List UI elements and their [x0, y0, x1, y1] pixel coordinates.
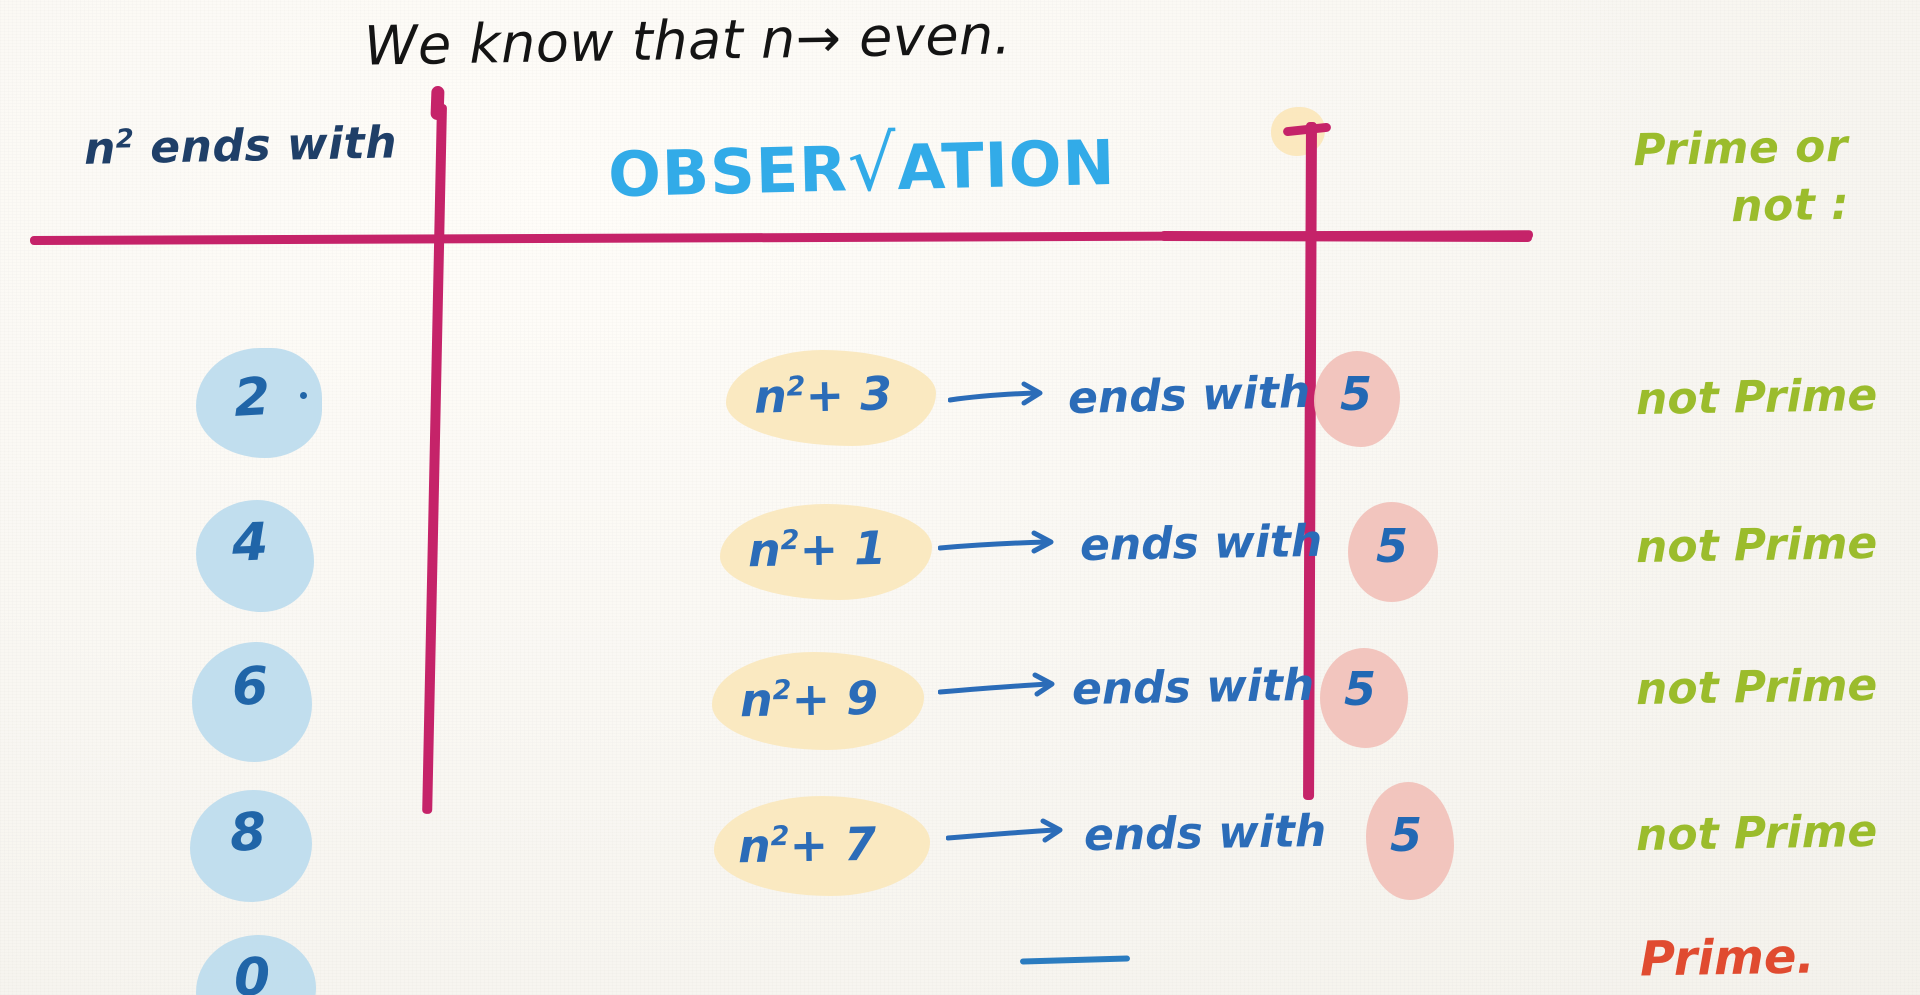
arrow-icon-row-2	[938, 530, 1054, 554]
column-header-observation: OBSER√ATION	[607, 118, 1117, 212]
expression-addend-row-4: + 7	[789, 816, 877, 873]
column-header-prime-or-not: Prime or not :	[1632, 120, 1850, 233]
cell-verdict-row-5: Prime.	[1639, 928, 1816, 988]
cell-expression-row-2: n2+ 1	[748, 521, 887, 577]
cell-expression-row-4: n2+ 7	[738, 817, 877, 873]
vertical-divider-line-left	[422, 103, 447, 814]
column-header-n-squared-ends-with: n2 ends with	[83, 117, 397, 175]
arrow-icon-row-3	[938, 672, 1055, 697]
highlight-blob-digit-row-1	[196, 348, 322, 458]
cell-result-digit-row-2: 5	[1376, 519, 1409, 573]
column-header-observation-part-a: OBSER	[607, 132, 849, 212]
expression-exponent-row-1: 2	[786, 371, 806, 403]
highlight-blob-digit-row-3	[192, 642, 312, 762]
arrow-icon-row-1	[948, 381, 1043, 406]
expression-exponent-row-4: 2	[770, 820, 790, 853]
column-header-observation-part-b: ATION	[896, 125, 1117, 205]
highlight-blob-expression-row-3	[712, 652, 924, 750]
cell-phrase-row-2: ends with	[1079, 515, 1323, 572]
cell-expression-row-1: n2+ 3	[753, 366, 892, 424]
cell-n-squared-ends-with-row-4: 8	[228, 802, 268, 864]
cell-n-squared-ends-with-row-5: 0	[232, 947, 272, 995]
expression-addend-row-1: + 3	[804, 366, 893, 423]
column-header-left-rest: ends with	[133, 117, 398, 174]
cell-expression-row-3: n2+ 9	[740, 671, 879, 727]
expression-base-row-1: n	[753, 368, 788, 424]
cell-result-digit-row-3: 5	[1344, 662, 1377, 716]
cell-phrase-row-4: ends with	[1083, 805, 1327, 862]
expression-base-row-2: n	[747, 522, 782, 578]
title-statement: We know that n→ even.	[363, 3, 1012, 78]
radical-icon: √	[846, 118, 899, 209]
period-mark-row-1	[300, 392, 307, 399]
cell-n-squared-ends-with-row-3: 6	[230, 656, 270, 718]
cell-result-digit-row-4: 5	[1390, 808, 1423, 862]
expression-addend-row-2: + 1	[799, 520, 887, 577]
highlight-blob-expression-row-1	[726, 350, 936, 446]
arrow-icon-row-4	[946, 818, 1063, 843]
cell-verdict-row-2: not Prime	[1635, 517, 1878, 574]
cell-verdict-row-1: not Prime	[1635, 369, 1878, 426]
highlight-blob-result-row-3	[1320, 648, 1408, 748]
highlight-blob-result-row-2	[1348, 502, 1438, 602]
expression-base-row-4: n	[737, 818, 772, 874]
cell-expression-row-5-dash	[1019, 955, 1131, 965]
expression-base-row-3: n	[739, 672, 774, 728]
column-header-left-base: n	[83, 123, 117, 175]
highlight-blob-expression-row-2	[720, 504, 932, 600]
cell-result-digit-row-1: 5	[1340, 367, 1373, 421]
cell-n-squared-ends-with-row-1: 2	[232, 367, 272, 429]
cell-phrase-row-3: ends with	[1071, 659, 1315, 716]
expression-addend-row-3: + 9	[791, 670, 879, 727]
cell-verdict-row-3: not Prime	[1635, 659, 1878, 716]
highlight-blob-expression-row-4	[714, 796, 930, 896]
highlight-blob-digit-row-2	[196, 500, 314, 612]
expression-exponent-row-2: 2	[780, 524, 800, 557]
cell-n-squared-ends-with-row-2: 4	[230, 512, 270, 574]
expression-exponent-row-3: 2	[772, 674, 792, 707]
horizontal-divider-line-right-segment	[1159, 231, 1533, 242]
highlight-blob-digit-row-4	[190, 790, 312, 902]
cell-verdict-row-4: not Prime	[1635, 805, 1878, 862]
highlight-blob-result-row-4	[1366, 782, 1454, 900]
column-header-left-exponent: 2	[115, 124, 135, 155]
cell-phrase-row-1: ends with	[1067, 366, 1311, 425]
highlight-blob-result-row-1	[1314, 351, 1400, 447]
